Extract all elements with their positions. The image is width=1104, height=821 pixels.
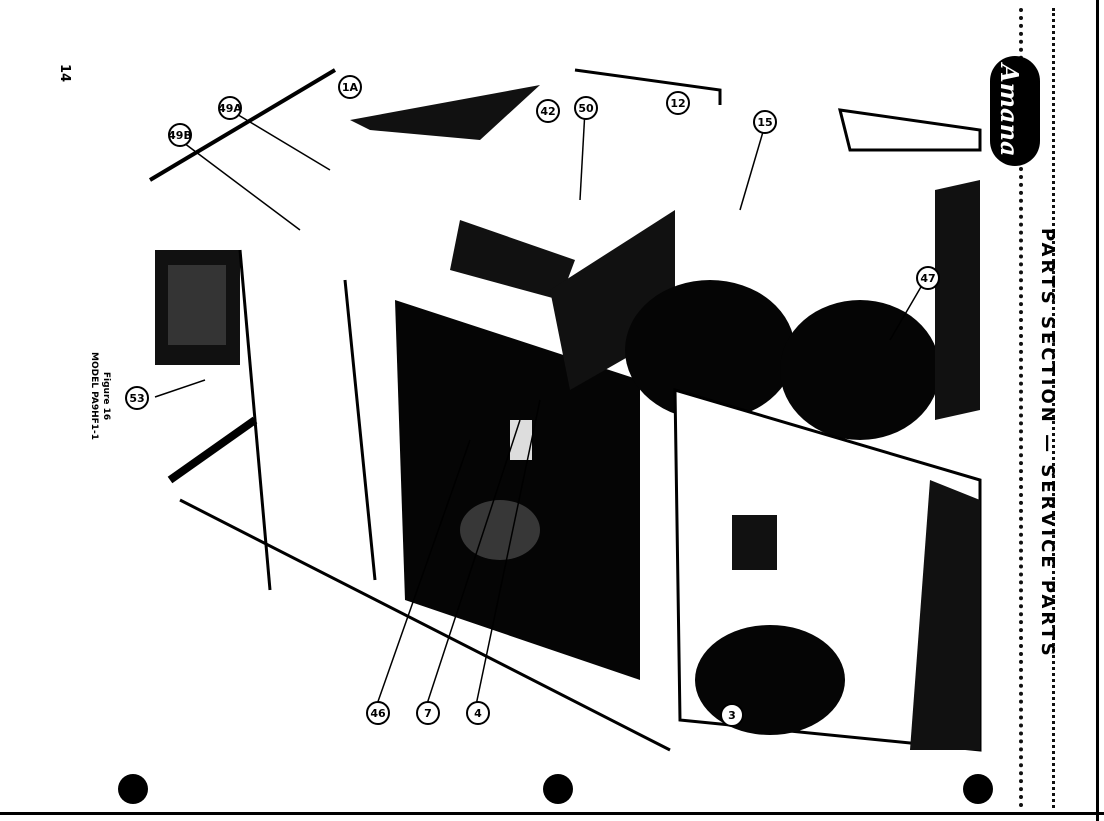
binder-hole-left xyxy=(118,774,148,804)
callout-circle xyxy=(466,701,490,725)
page-number: 14 xyxy=(57,64,72,83)
callout-label: 49A xyxy=(218,102,242,115)
callout-circle xyxy=(720,703,744,727)
callout-label: 42 xyxy=(540,105,555,118)
callout-circle xyxy=(416,701,440,725)
callout-label: 3 xyxy=(728,709,736,722)
perforation-line-outer xyxy=(1052,8,1055,808)
callout-circle xyxy=(338,75,362,99)
callout-label: 46 xyxy=(370,707,386,720)
callout-label: 50 xyxy=(578,102,594,115)
callout-circle xyxy=(366,701,390,725)
perforation-line xyxy=(1019,8,1023,808)
callout-label: 1A xyxy=(342,81,359,94)
callout-circles: 1A 49A 49B 42 50 12 15 47 53 46 7 4 3 xyxy=(125,75,940,727)
callout-circle xyxy=(753,110,777,134)
callout-circle xyxy=(168,123,192,147)
callout-label: 49B xyxy=(168,129,192,142)
callout-label: 12 xyxy=(670,97,685,110)
page-bottom-edge xyxy=(0,812,1104,815)
callout-circle xyxy=(218,96,242,120)
figure-caption: Figure 16 MODEL PA9HF1-1 xyxy=(88,352,112,440)
section-title: PARTS SECTION — SERVICE PARTS xyxy=(1037,228,1058,659)
callout-circle xyxy=(536,99,560,123)
callout-circle xyxy=(666,91,690,115)
callout-label: 47 xyxy=(920,272,935,285)
callout-label: 7 xyxy=(424,707,432,720)
figure-number: Figure 16 xyxy=(101,371,111,421)
brand-logo xyxy=(990,56,1040,166)
callout-label: 15 xyxy=(757,116,772,129)
page-edge xyxy=(1096,0,1099,821)
callout-circle xyxy=(574,96,598,120)
binder-hole-right xyxy=(963,774,993,804)
callout-label: 53 xyxy=(129,392,144,405)
figure-model: MODEL PA9HF1-1 xyxy=(89,352,99,441)
callout-label: 4 xyxy=(474,707,482,720)
unit-photograph: 1A 49A 49B 42 50 12 15 47 53 46 7 4 3 xyxy=(125,68,982,752)
callout-circle xyxy=(125,386,149,410)
callout-circle xyxy=(916,266,940,290)
binder-hole-center xyxy=(543,774,573,804)
